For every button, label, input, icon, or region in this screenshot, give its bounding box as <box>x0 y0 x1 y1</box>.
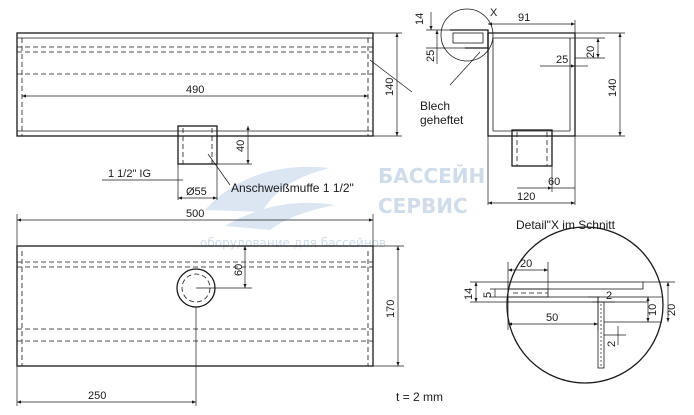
dim-side-60: 60 <box>548 176 560 188</box>
dim-top-hole-position: 250 <box>88 390 106 402</box>
watermark: БАССЕЙН СЕРВИС оборудование для бассейно… <box>200 164 485 250</box>
side-view-pipe <box>511 129 553 167</box>
top-view-body <box>16 245 374 367</box>
watermark-line-3: оборудование для бассейнов <box>200 236 386 250</box>
label-sheet-2: geheftet <box>420 113 464 127</box>
watermark-line-2: СЕРВИС <box>378 194 468 218</box>
dim-detail-20: 20 <box>520 258 532 270</box>
dim-pipe-height: 40 <box>235 140 247 152</box>
dim-top-length: 500 <box>186 208 204 220</box>
label-sheet-1: Blech <box>420 99 450 113</box>
detail-marker: X <box>490 7 498 19</box>
top-view: 500 60 170 250 <box>16 208 404 406</box>
side-view: X 91 14 25 20 25 140 60 120 <box>369 7 625 205</box>
dim-top-hole-offset: 60 <box>233 264 245 276</box>
dim-side-height: 140 <box>607 79 619 97</box>
dim-side-width: 120 <box>517 191 535 203</box>
dim-side-91: 91 <box>518 12 530 24</box>
detail-x-view: Detail"X im Schnitt 20 14 5 50 2 <box>463 218 678 384</box>
dim-top-width: 170 <box>385 300 397 318</box>
material-note: t = 2 mm <box>396 390 443 404</box>
dim-side-25-mid: 25 <box>556 54 568 66</box>
dim-detail-50: 50 <box>546 312 558 324</box>
dim-detail-20b: 20 <box>666 304 678 316</box>
detail-circle <box>506 226 664 384</box>
dim-pipe-thread: 1 1/2" IG <box>108 168 151 180</box>
watermark-logo-wave-icon <box>225 202 335 230</box>
dim-detail-14: 14 <box>463 288 475 300</box>
watermark-logo-icon <box>205 166 330 212</box>
front-view-pipe <box>177 125 218 165</box>
front-view: 490 140 40 1 1/2" IG Ø55 Anschweißmuffe … <box>16 32 402 200</box>
dim-detail-2b: 2 <box>606 341 618 347</box>
front-view-body <box>16 32 374 137</box>
dim-side-14: 14 <box>414 13 426 25</box>
dim-front-height: 140 <box>384 78 396 96</box>
dim-pipe-diameter: Ø55 <box>186 186 207 198</box>
dim-detail-10: 10 <box>647 304 659 316</box>
dim-detail-2a: 2 <box>606 290 612 302</box>
label-fitting: Anschweißmuffe 1 1/2" <box>231 181 354 195</box>
dim-front-length: 490 <box>186 84 204 96</box>
dim-side-25-left: 25 <box>425 50 437 62</box>
dim-side-20: 20 <box>585 46 597 58</box>
detail-x-marker-circle <box>440 8 494 62</box>
watermark-line-1: БАССЕЙН <box>378 164 485 188</box>
detail-title: Detail"X im Schnitt <box>516 218 616 232</box>
dim-detail-5: 5 <box>482 292 494 298</box>
